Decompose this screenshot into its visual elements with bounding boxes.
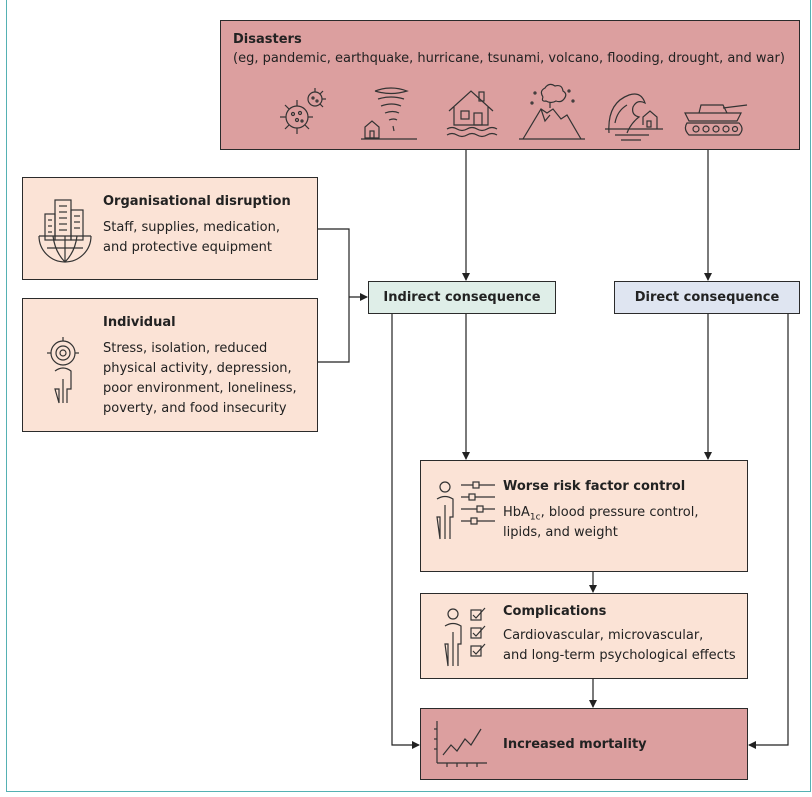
tank-icon <box>684 104 748 136</box>
person-sliders-icon <box>436 481 495 540</box>
complications-line-2: and long-term psychological effects <box>503 648 736 663</box>
tsunami-icon <box>605 93 663 141</box>
person-checklist-icon <box>444 607 486 667</box>
complications-box: Complications Cardiovascular, microvascu… <box>420 593 748 679</box>
worse-risk-line-1: HbA1c, blood pressure control, <box>503 503 699 528</box>
disasters-title: Disasters <box>233 32 302 47</box>
worse-risk-factor-box: Worse risk factor control HbA1c, blood p… <box>420 460 748 572</box>
individual-line-4: poverty, and food insecurity <box>103 401 287 416</box>
individual-line-1: Stress, isolation, reduced <box>103 341 268 356</box>
direct-consequence-box: Direct consequence <box>614 281 800 314</box>
flooded-house-icon <box>446 90 498 138</box>
increased-mortality-box: Increased mortality <box>420 708 748 780</box>
worse-risk-line-1-rest: , blood pressure control, <box>540 505 699 520</box>
disasters-box: Disasters (eg, pandemic, earthquake, hur… <box>220 20 800 150</box>
hba-subscript: 1c <box>529 512 541 523</box>
hba-label: HbA <box>503 505 530 520</box>
tornado-icon <box>361 87 417 140</box>
person-target-icon <box>47 337 79 404</box>
organisational-line-2: and protective equipment <box>103 240 272 255</box>
disasters-subtitle: (eg, pandemic, earthquake, hurricane, ts… <box>233 51 785 66</box>
volcano-icon <box>519 83 585 140</box>
individual-line-2: physical activity, depression, <box>103 361 292 376</box>
individual-box: Individual Stress, isolation, reduced ph… <box>22 298 318 432</box>
worse-risk-title: Worse risk factor control <box>503 479 686 494</box>
individual-title: Individual <box>103 315 176 330</box>
disasters-icons <box>221 83 799 153</box>
organisational-title: Organisational disruption <box>103 194 291 209</box>
indirect-consequence-label: Indirect consequence <box>383 290 541 305</box>
individual-line-3: poor environment, loneliness, <box>103 381 297 396</box>
complications-title: Complications <box>503 604 607 619</box>
organisational-disruption-box: Organisational disruption Staff, supplie… <box>22 177 318 280</box>
increased-mortality-title: Increased mortality <box>503 737 647 752</box>
line-chart-icon <box>434 721 487 767</box>
building-globe-icon <box>38 199 92 263</box>
complications-line-1: Cardiovascular, microvascular, <box>503 628 704 643</box>
direct-consequence-label: Direct consequence <box>634 290 780 305</box>
virus-icon <box>280 88 326 134</box>
organisational-line-1: Staff, supplies, medication, <box>103 220 280 235</box>
figure-frame <box>6 0 811 792</box>
indirect-consequence-box: Indirect consequence <box>368 281 556 314</box>
worse-risk-line-2: lipids, and weight <box>503 525 618 540</box>
